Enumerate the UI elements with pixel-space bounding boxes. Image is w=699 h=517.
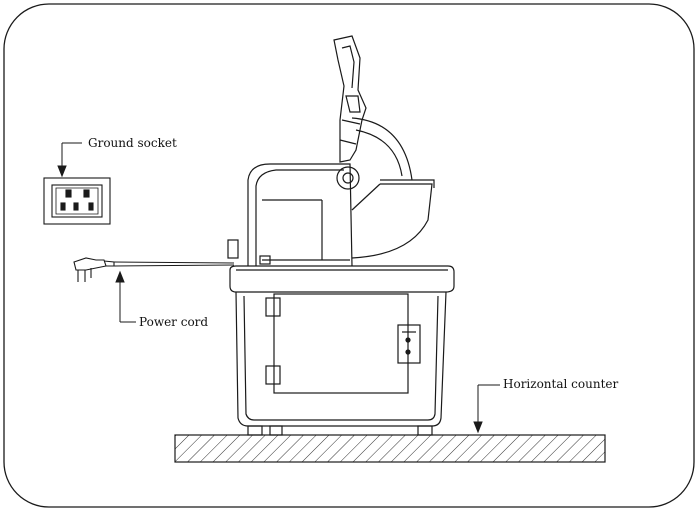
pivot-knob	[336, 166, 360, 190]
power-plug-icon	[73, 257, 115, 282]
ground-socket-label: Ground socket	[88, 136, 177, 150]
door-latch	[397, 324, 421, 364]
power-cord	[113, 261, 235, 267]
door-hinge-top	[265, 297, 281, 317]
lid-handle	[333, 35, 367, 163]
horizontal-counter-leader	[473, 384, 500, 434]
foot-left	[247, 425, 263, 436]
side-knob	[227, 239, 239, 259]
ground-socket-leader	[57, 142, 82, 178]
blade-guard	[351, 117, 435, 259]
foot-right	[417, 425, 433, 436]
horizontal-counter	[174, 434, 606, 463]
diagram-frame	[3, 3, 695, 508]
power-cord-label: Power cord	[139, 315, 209, 329]
door-hinge-bottom	[265, 365, 281, 385]
machine-top-plate	[227, 239, 455, 293]
ground-socket-icon	[43, 177, 111, 225]
horizontal-counter-label: Horizontal counter	[503, 377, 619, 391]
machine-cabinet	[235, 291, 447, 436]
power-cord-leader	[115, 270, 136, 323]
machine-body	[247, 163, 353, 267]
cabinet-door	[273, 293, 409, 394]
